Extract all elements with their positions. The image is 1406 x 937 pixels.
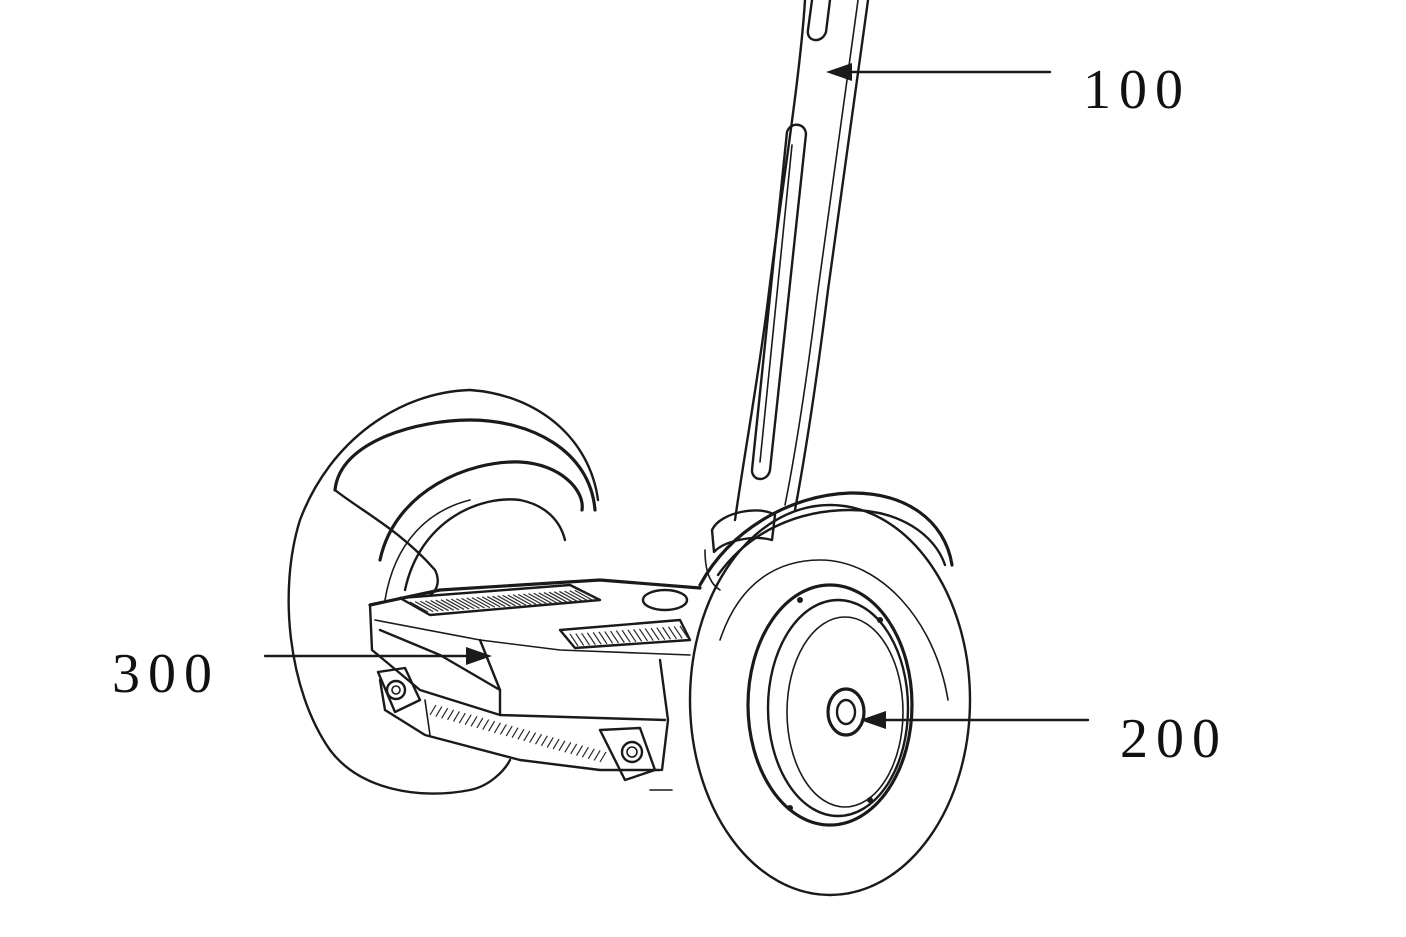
tread-line	[488, 720, 496, 732]
front-wheel	[688, 491, 972, 897]
tread-line	[466, 597, 485, 609]
tread-line	[456, 598, 475, 610]
tread-line	[440, 599, 460, 611]
tread-line	[564, 741, 572, 753]
tread-line	[633, 629, 643, 642]
tread-line	[535, 733, 543, 745]
tread-line	[610, 630, 620, 644]
tread-line	[492, 595, 511, 607]
leader-200	[860, 711, 1090, 729]
tread-line	[497, 595, 516, 607]
tread-line	[447, 709, 455, 721]
tread-line	[517, 593, 537, 605]
tread-line	[476, 596, 496, 608]
tread-line	[558, 740, 566, 751]
tread-line	[533, 592, 552, 604]
tread-line	[548, 591, 568, 603]
tread-line	[452, 711, 460, 722]
label-200: 200	[1120, 708, 1228, 770]
tread-line	[486, 596, 506, 608]
tread-line	[538, 592, 558, 604]
tread-line	[581, 632, 591, 646]
tread-line	[543, 592, 563, 604]
label-300: 300	[112, 643, 220, 705]
tread-line	[512, 594, 532, 606]
tread-line	[593, 750, 601, 761]
handlebar-stem	[704, 0, 870, 591]
tread-line	[458, 712, 466, 724]
tread-line	[523, 593, 542, 605]
rear-wheel	[287, 388, 600, 795]
tread-line	[470, 716, 478, 727]
tread-line	[587, 748, 595, 760]
tread-line	[481, 596, 501, 608]
tread-line	[523, 730, 531, 742]
tread-line	[502, 594, 522, 606]
tread-line	[482, 719, 490, 730]
tread-line	[574, 589, 594, 601]
tread-line	[435, 706, 443, 717]
tread-line	[599, 751, 607, 763]
tread-line	[570, 743, 578, 755]
tread-line	[627, 629, 637, 643]
tread-line	[656, 627, 666, 641]
tread-line	[528, 593, 547, 605]
tread-line	[493, 722, 501, 734]
tread-line	[429, 704, 437, 716]
tread-texture	[409, 589, 689, 763]
tread-line	[586, 632, 596, 646]
tread-line	[511, 727, 519, 738]
tread-line	[569, 590, 588, 602]
tread-line	[575, 633, 585, 646]
tread-line	[529, 732, 537, 743]
tread-line	[445, 598, 465, 610]
tread-line	[435, 599, 455, 611]
tread-line	[414, 601, 434, 613]
tread-line	[604, 631, 614, 644]
tread-line	[621, 629, 631, 643]
tread-line	[644, 628, 654, 641]
tread-line	[615, 630, 625, 643]
tread-line	[673, 626, 683, 639]
tread-line	[679, 625, 689, 639]
tread-line	[552, 738, 560, 750]
tread-line	[581, 746, 589, 758]
tread-line	[553, 591, 573, 603]
tread-line	[579, 589, 599, 601]
tread-line	[576, 745, 584, 756]
label-100: 100	[1083, 59, 1191, 121]
tread-line	[638, 628, 648, 642]
tread-line	[667, 626, 677, 640]
tread-line	[476, 717, 484, 729]
tread-line	[662, 626, 672, 640]
tread-line	[546, 737, 554, 748]
tread-line	[461, 597, 480, 609]
tread-line	[464, 714, 472, 726]
tread-line	[430, 600, 449, 612]
tread-line	[425, 600, 444, 612]
tread-line	[598, 631, 608, 645]
tread-line	[559, 590, 578, 602]
tread-line	[564, 590, 583, 602]
tread-line	[450, 598, 470, 610]
tread-line	[569, 633, 579, 647]
tread-line	[650, 627, 660, 641]
tread-line	[420, 600, 439, 612]
tread-line	[540, 735, 548, 747]
tread-line	[507, 594, 527, 606]
tread-line	[471, 597, 491, 609]
platform-body	[368, 578, 702, 791]
tread-line	[505, 725, 513, 737]
leader-300	[263, 647, 492, 665]
tread-line	[517, 729, 525, 740]
tread-line	[409, 601, 429, 613]
tread-line	[499, 724, 507, 735]
tread-line	[441, 707, 449, 719]
tread-line	[592, 631, 602, 645]
leader-100	[826, 63, 1052, 81]
